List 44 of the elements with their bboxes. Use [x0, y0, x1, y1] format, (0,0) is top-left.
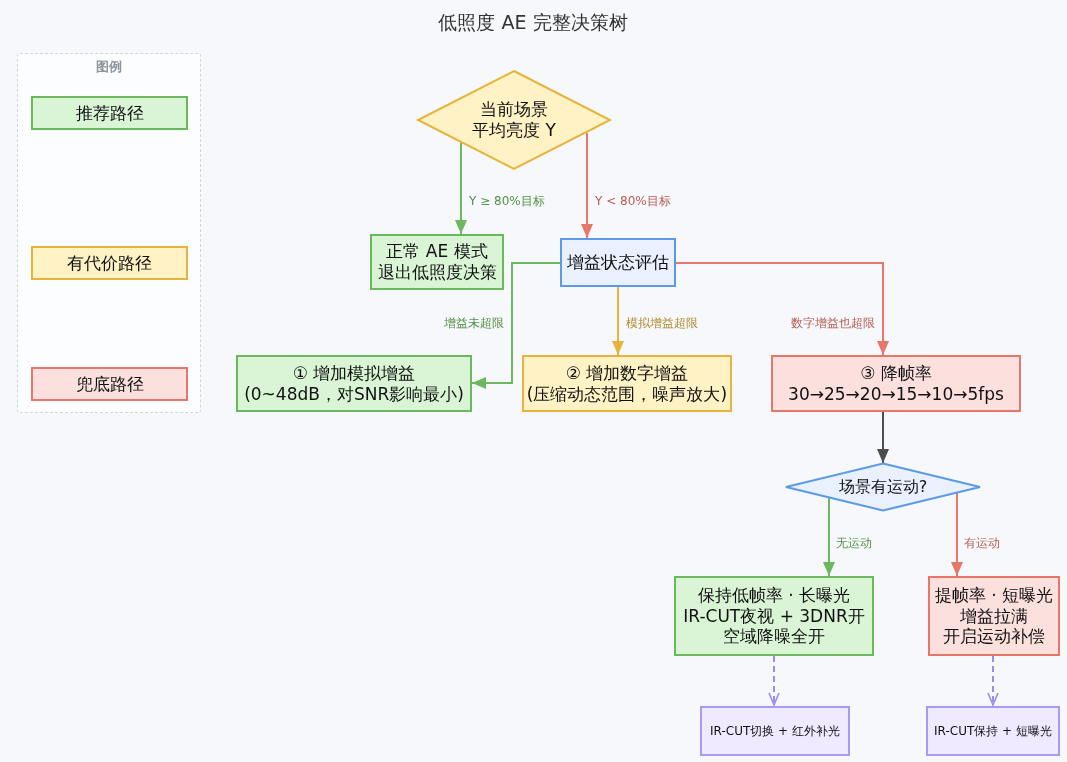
- node-text: 提帧率 · 短曝光增益拉满开启运动补偿: [934, 584, 1054, 648]
- node-text: 正常 AE 模式退出低照度决策: [377, 241, 497, 283]
- process-box: [560, 238, 676, 287]
- arrow: [675, 262, 889, 356]
- diagram-title: 低照度 AE 完整决策树: [438, 10, 628, 35]
- node-text: IR-CUT保持 + 短曝光: [934, 723, 1052, 739]
- node-text: 保持低帧率 · 长曝光IR-CUT夜视 + 3DNR开空域降噪全开: [683, 584, 865, 648]
- edge-label: 有运动: [962, 535, 1002, 551]
- legend-label: 推荐路径: [75, 101, 144, 125]
- decision-diamond: [416, 70, 612, 170]
- edge-label: 增益未超限: [442, 315, 506, 331]
- process-box: [926, 706, 1060, 756]
- process-box: [674, 576, 874, 656]
- process-box: [236, 355, 472, 412]
- process-box: [370, 234, 504, 290]
- node-text: ② 增加数字增益(压缩动态范围，噪声放大): [526, 362, 728, 405]
- node-text: 增益状态评估: [567, 252, 669, 273]
- process-box: [771, 355, 1021, 412]
- arrow: [877, 411, 889, 464]
- arrow: [768, 655, 780, 707]
- arrow: [581, 131, 593, 239]
- edge-label: 无运动: [834, 535, 874, 551]
- arrow: [987, 655, 999, 707]
- process-box: [700, 706, 850, 756]
- process-box: [522, 355, 732, 412]
- edge-label: 模拟增益超限: [624, 315, 700, 331]
- legend-title: 图例: [96, 58, 122, 76]
- arrow: [471, 262, 561, 389]
- node-text: 场景有运动?: [838, 477, 928, 497]
- node-text: ① 增加模拟增益(0~48dB，对SNR影响最小): [244, 362, 464, 405]
- process-box: [928, 576, 1060, 656]
- node-text: ③ 降帧率30→25→20→15→10→5fps: [788, 362, 1004, 405]
- arrow: [455, 142, 467, 235]
- arrow: [612, 286, 624, 356]
- legend-label: 兜底路径: [75, 372, 144, 396]
- decision-diamond: [784, 463, 982, 511]
- edge-label: 数字增益也超限: [789, 315, 877, 331]
- node-text: 当前场景平均亮度 Y: [472, 99, 556, 141]
- edge-label: Y < 80%目标: [593, 193, 673, 209]
- node-text: IR-CUT切换 + 红外补光: [710, 723, 840, 739]
- edge-label: Y ≥ 80%目标: [467, 193, 547, 209]
- arrow: [823, 496, 835, 577]
- legend-label: 有代价路径: [67, 251, 152, 275]
- arrow: [951, 492, 963, 577]
